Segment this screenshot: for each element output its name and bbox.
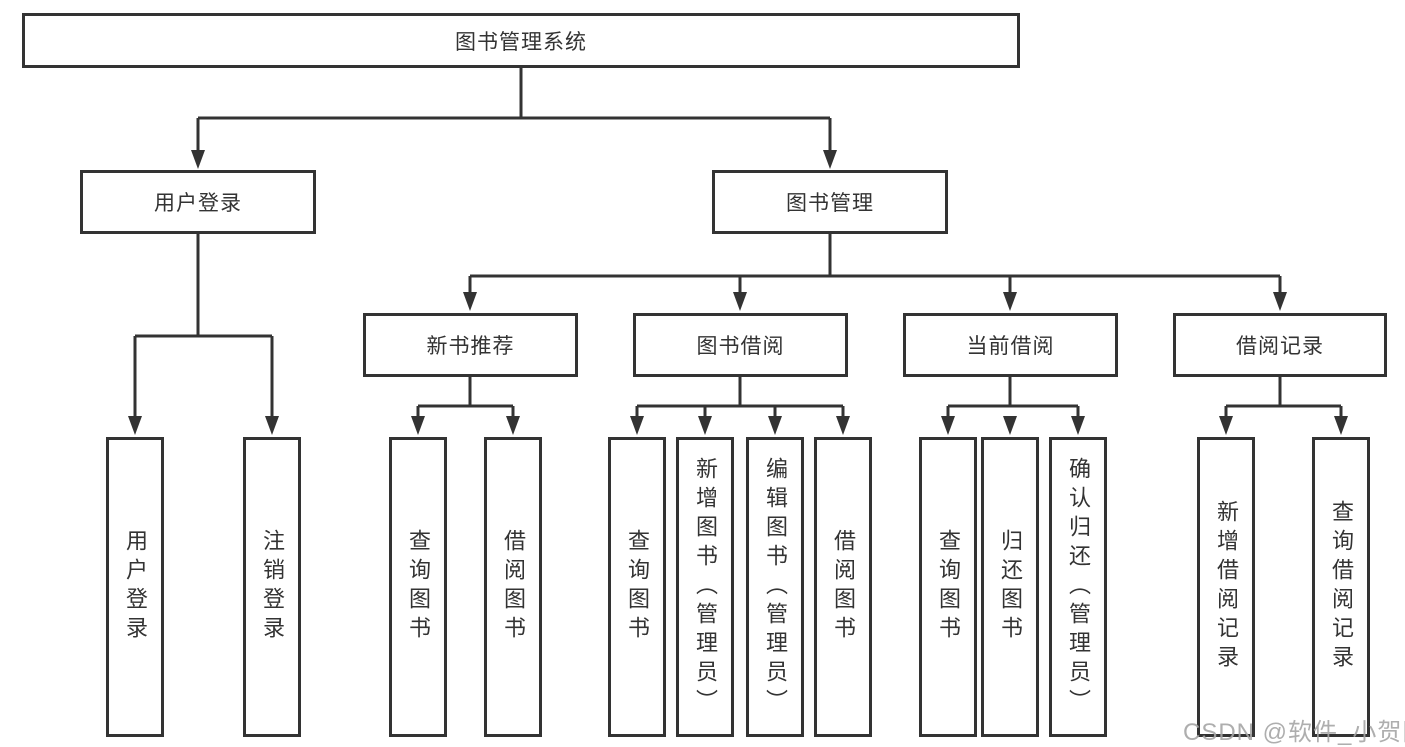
leaf-query-books: 查询图书 <box>919 437 977 737</box>
node-label: 借阅记录 <box>1236 335 1324 358</box>
node-library-management-system: 图书管理系统 <box>22 13 1020 68</box>
leaf-user-login: 用户登录 <box>106 437 164 737</box>
node-label: 用户登录 <box>123 529 148 645</box>
node-borrowing-records: 借阅记录 <box>1173 313 1387 377</box>
node-label: 借阅图书 <box>831 529 856 645</box>
leaf-logout: 注销登录 <box>243 437 301 737</box>
node-label: 图书管理系统 <box>455 30 587 54</box>
leaf-return-books: 归还图书 <box>981 437 1039 737</box>
node-label: 图书借阅 <box>696 335 785 358</box>
node-label: 查询图书 <box>625 529 650 645</box>
node-label: 用户登录 <box>154 192 242 215</box>
node-label: 图书管理 <box>786 192 874 215</box>
node-label: 新增借阅记录 <box>1214 500 1239 674</box>
leaf-query-books: 查询图书 <box>608 437 666 737</box>
node-label: 编辑图书（管理员） <box>763 456 788 718</box>
leaf-edit-books-admin: 编辑图书（管理员） <box>746 437 804 737</box>
arrowheads <box>128 150 1348 435</box>
node-label: 新书推荐 <box>426 335 515 358</box>
leaf-borrow-books: 借阅图书 <box>484 437 542 737</box>
node-label: 归还图书 <box>998 529 1023 645</box>
node-current-borrowing: 当前借阅 <box>903 313 1118 377</box>
leaf-borrow-books: 借阅图书 <box>814 437 872 737</box>
node-label: 查询图书 <box>936 529 961 645</box>
node-label: 查询图书 <box>406 529 431 645</box>
leaf-query-borrow-record: 查询借阅记录 <box>1312 437 1370 737</box>
node-book-management: 图书管理 <box>712 170 948 234</box>
node-label: 确认归还（管理员） <box>1066 456 1091 718</box>
leaf-confirm-return-admin: 确认归还（管理员） <box>1049 437 1107 737</box>
node-label: 注销登录 <box>260 529 285 645</box>
node-label: 当前借阅 <box>966 335 1055 358</box>
node-label: 查询借阅记录 <box>1329 500 1354 674</box>
node-new-book-recommendation: 新书推荐 <box>363 313 578 377</box>
connector-lines <box>133 68 1343 418</box>
leaf-query-books: 查询图书 <box>389 437 447 737</box>
node-book-borrowing: 图书借阅 <box>633 313 848 377</box>
leaf-add-books-admin: 新增图书（管理员） <box>676 437 734 737</box>
node-label: 新增图书（管理员） <box>693 456 718 718</box>
csdn-watermark: CSDN @软件_小贺同学 <box>1183 719 1405 746</box>
node-label: 借阅图书 <box>501 529 526 645</box>
node-user-login: 用户登录 <box>80 170 316 234</box>
leaf-add-borrow-record: 新增借阅记录 <box>1197 437 1255 737</box>
